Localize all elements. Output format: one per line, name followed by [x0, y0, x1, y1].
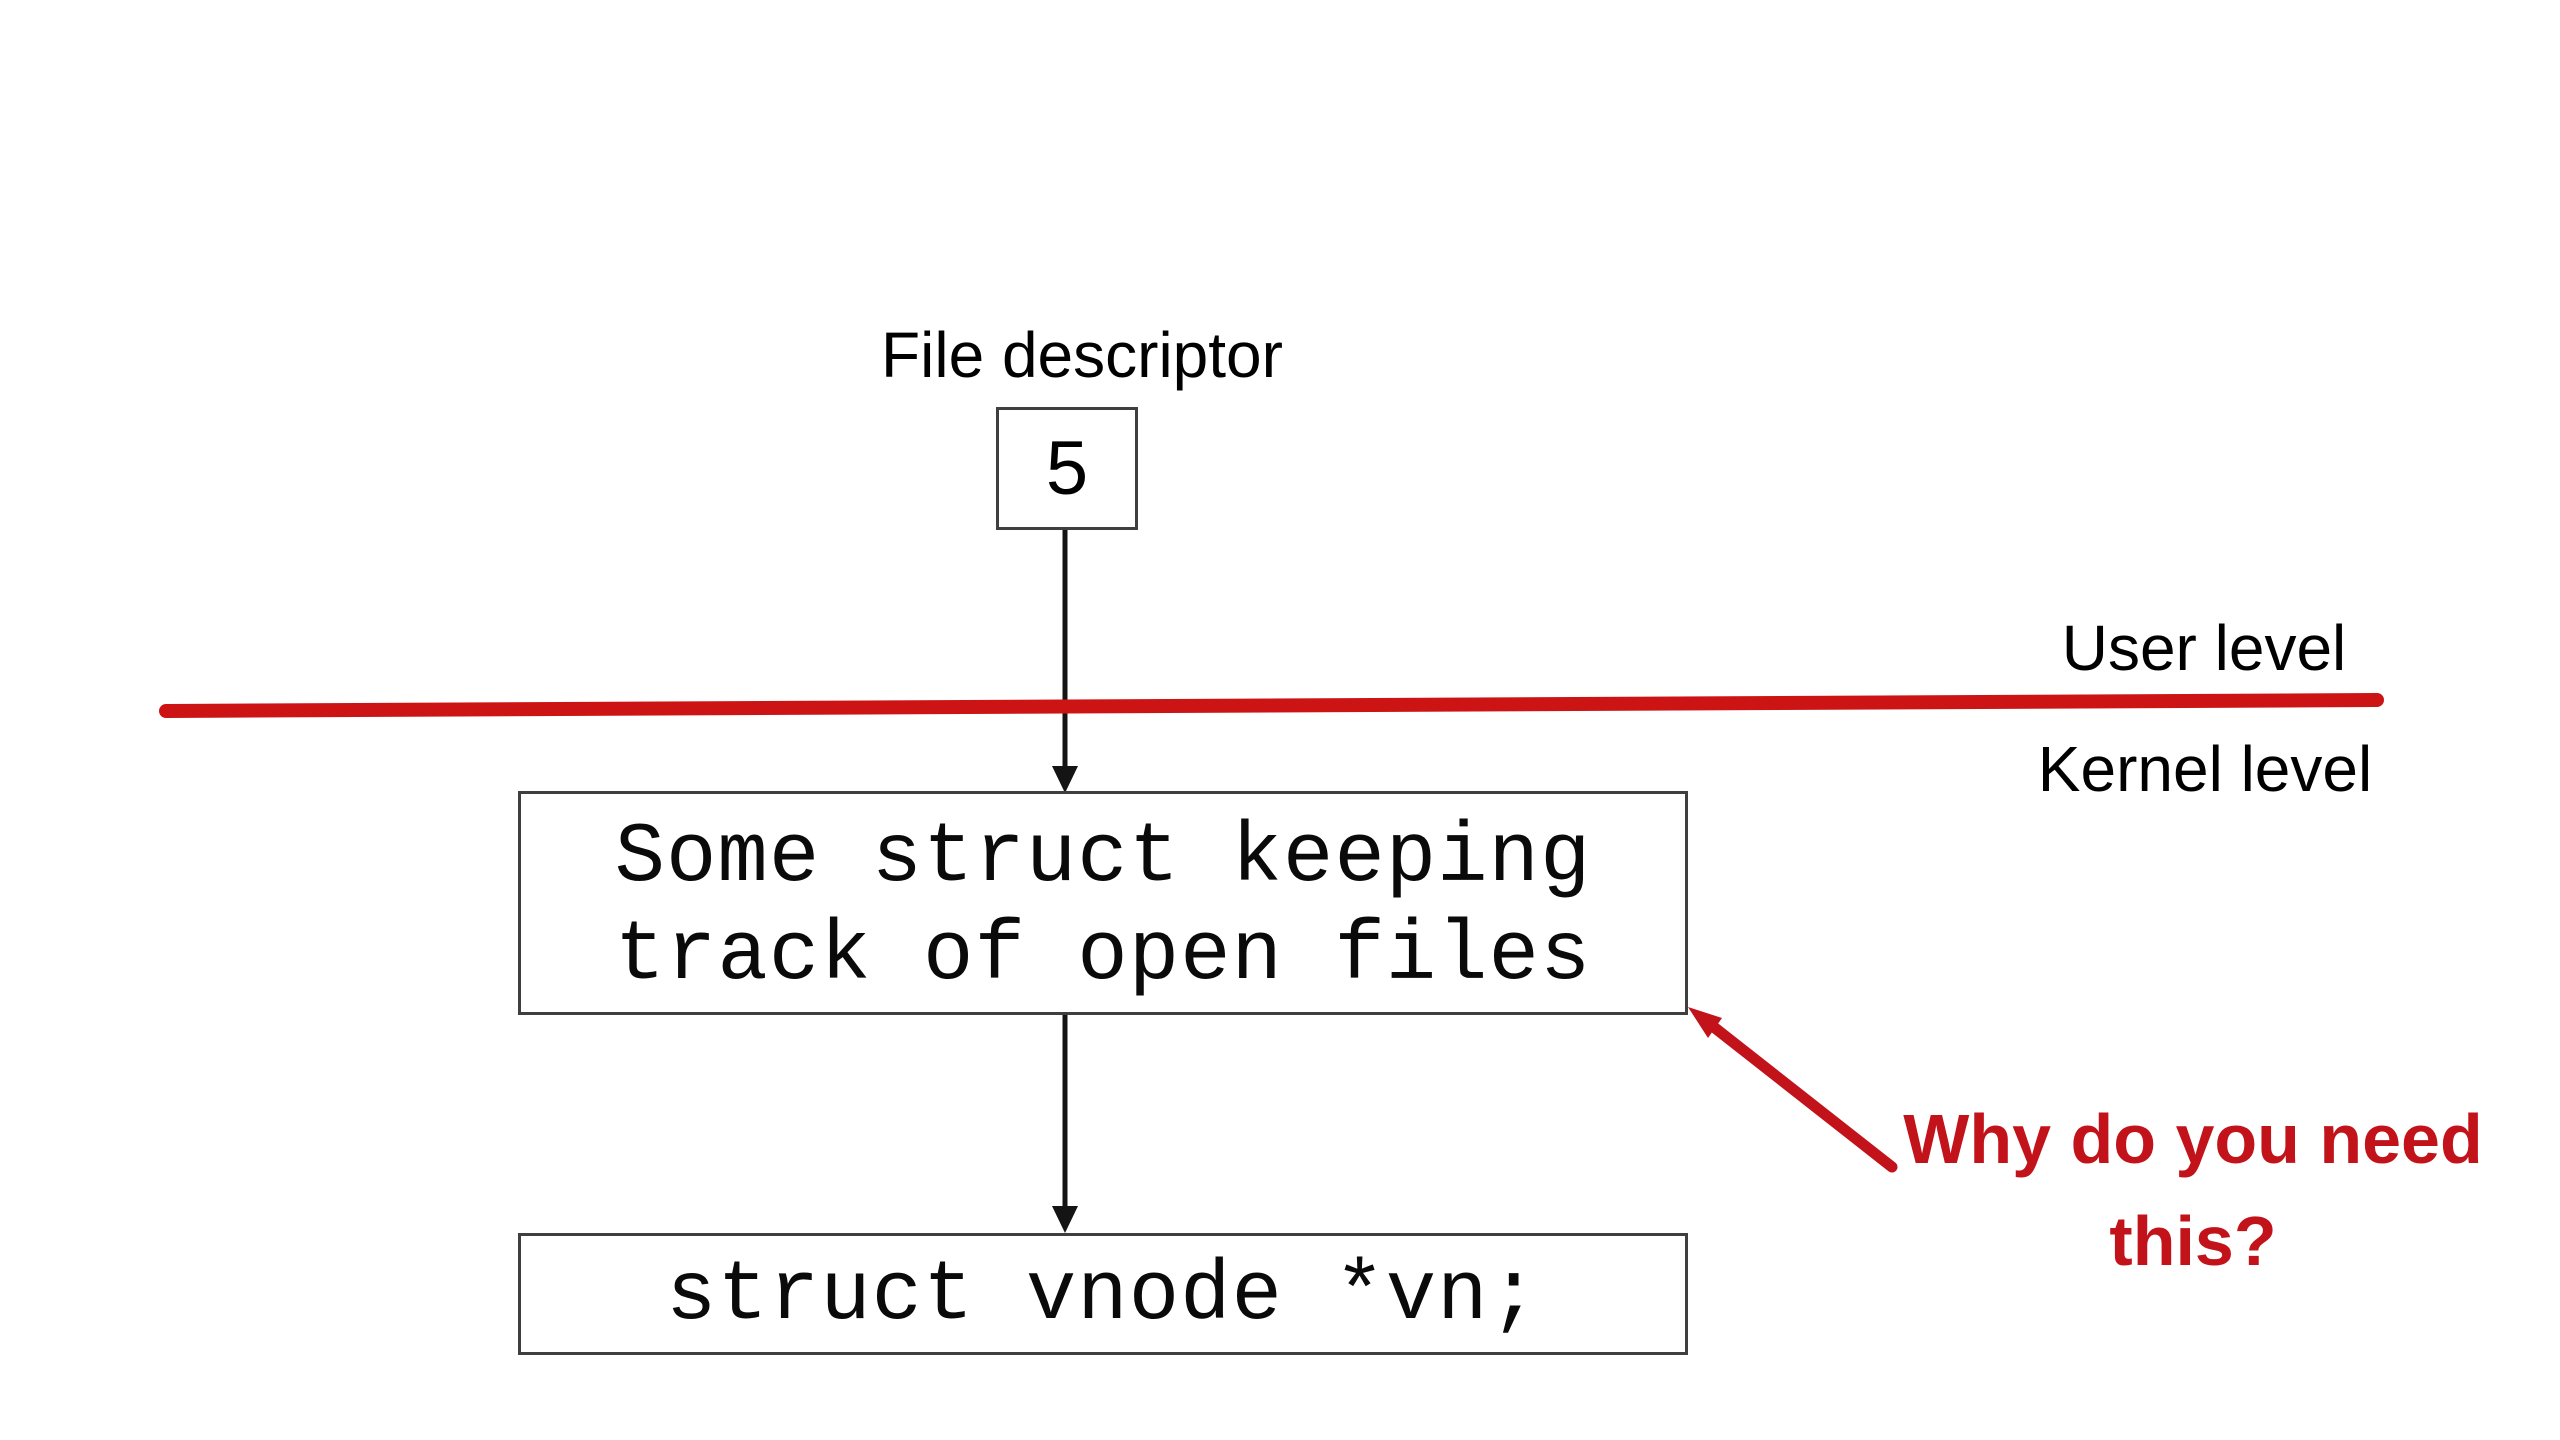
open-files-arrow-head-icon [1052, 1206, 1078, 1233]
annotation-arrow-head-icon [1688, 1007, 1722, 1038]
file-descriptor-label: File descriptor [881, 319, 1283, 391]
why-annotation-text: Why do you need this? [1903, 1088, 2482, 1292]
user-kernel-divider-line [159, 693, 2384, 718]
open-files-struct-box-line1: Some struct keeping [614, 811, 1592, 906]
fd-value: 5 [1045, 426, 1089, 511]
fd-arrow-head-icon [1052, 766, 1078, 793]
fd-value-box: 5 [996, 407, 1138, 530]
annotation-arrow-shaft [1709, 1022, 1898, 1173]
vnode-box-text: struct vnode *vn; [666, 1249, 1540, 1344]
vnode-box: struct vnode *vn; [518, 1233, 1688, 1355]
why-annotation-line1: Why do you need [1903, 1100, 2483, 1178]
why-annotation-line2: this? [2109, 1202, 2277, 1280]
user-level-label: User level [2061, 612, 2347, 684]
open-files-struct-box-line2: track of open files [614, 909, 1592, 1004]
open-files-struct-box: Some struct keeping track of open files [518, 791, 1688, 1015]
kernel-level-label: Kernel level [2037, 733, 2373, 805]
